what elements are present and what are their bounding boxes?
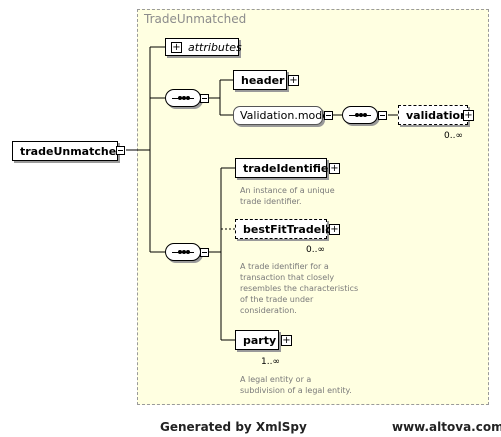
root-element-node[interactable]: tradeUnmatched bbox=[12, 141, 124, 161]
collapse-icon[interactable] bbox=[324, 111, 333, 120]
collapse-icon[interactable] bbox=[378, 111, 387, 120]
collapse-icon[interactable] bbox=[116, 146, 125, 155]
best-fit-trade-id-label: bestFitTradeId bbox=[243, 222, 334, 236]
party-label: party bbox=[243, 333, 277, 347]
attributes-label: attributes bbox=[188, 40, 242, 54]
trade-identifier-documentation: An instance of a unique trade identifier… bbox=[240, 186, 335, 206]
expand-icon[interactable]: + bbox=[281, 335, 292, 346]
sequence-compositor-icon bbox=[165, 89, 201, 107]
root-element-label: tradeUnmatched bbox=[20, 144, 125, 158]
header-element-node[interactable]: header bbox=[233, 70, 287, 90]
validation-model-group-node[interactable]: Validation.model bbox=[233, 106, 332, 125]
party-element-node[interactable]: party bbox=[235, 330, 279, 350]
collapse-icon[interactable] bbox=[200, 248, 209, 257]
complex-type-container bbox=[137, 9, 489, 405]
sequence-compositor-icon bbox=[165, 243, 201, 261]
vendor-site: www.altova.com bbox=[392, 420, 501, 434]
sequence-compositor-icon bbox=[342, 106, 378, 124]
attributes-node[interactable]: attributes bbox=[165, 38, 242, 56]
trade-identifier-label: tradeIdentifier bbox=[243, 161, 334, 175]
party-documentation: A legal entity or a subdivision of a leg… bbox=[240, 375, 352, 395]
best-fit-trade-id-cardinality: 0..∞ bbox=[306, 245, 325, 255]
validation-cardinality: 0..∞ bbox=[444, 131, 463, 141]
validation-element-node[interactable]: validation bbox=[398, 105, 468, 125]
party-cardinality: 1..∞ bbox=[261, 357, 280, 367]
validation-label: validation bbox=[406, 108, 468, 122]
validation-model-label: Validation.model bbox=[240, 109, 333, 122]
expand-icon[interactable]: + bbox=[171, 42, 182, 53]
generator-credit: Generated by XmlSpy bbox=[160, 420, 307, 434]
expand-icon[interactable]: + bbox=[329, 224, 340, 235]
expand-icon[interactable]: + bbox=[288, 75, 299, 86]
expand-icon[interactable]: + bbox=[463, 110, 474, 121]
complex-type-title: TradeUnmatched bbox=[144, 12, 247, 26]
collapse-icon[interactable] bbox=[200, 94, 209, 103]
trade-identifier-element-node[interactable]: tradeIdentifier bbox=[235, 158, 334, 178]
best-fit-trade-id-documentation: A trade identifier for a transaction tha… bbox=[240, 262, 359, 315]
expand-icon[interactable]: + bbox=[329, 163, 340, 174]
header-label: header bbox=[241, 73, 285, 87]
best-fit-trade-id-element-node[interactable]: bestFitTradeId bbox=[235, 219, 333, 239]
